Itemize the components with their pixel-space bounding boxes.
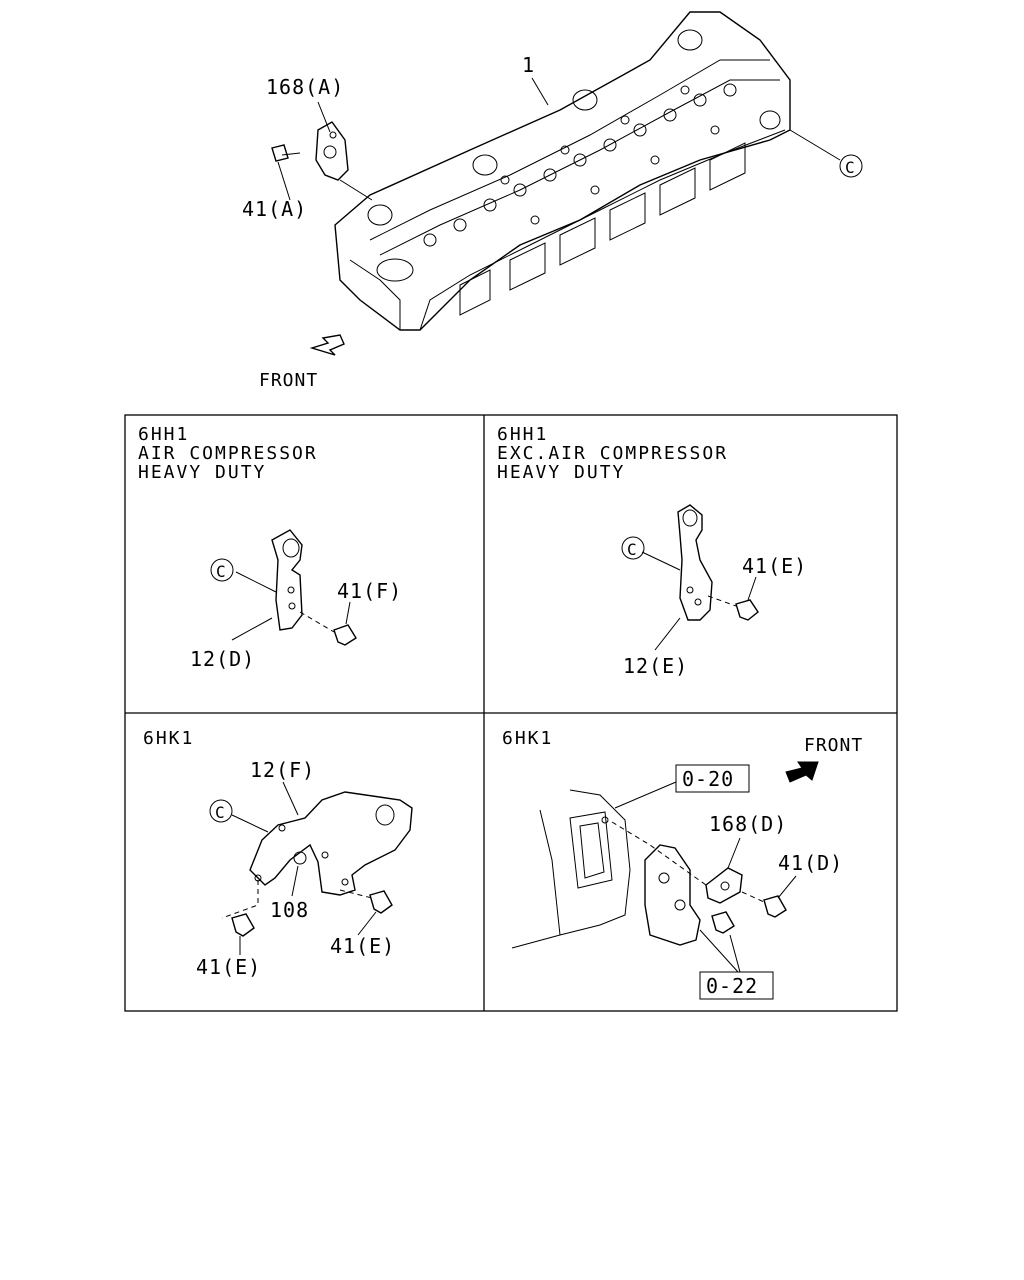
panel4-label-41d: 41(D): [778, 851, 843, 875]
panel3-label-41e-left: 41(E): [196, 955, 261, 979]
label-168a: 168(A): [266, 75, 344, 99]
panel-grid: [124, 414, 898, 1012]
panel-6hh1-air-compressor: 6HH1 AIR COMPRESSOR HEAVY DUTY C 41(F) 1…: [138, 424, 402, 671]
cylinder-head-drawing: [271, 11, 841, 356]
panel1-duty: HEAVY DUTY: [138, 462, 266, 483]
panel2-duty: HEAVY DUTY: [497, 462, 625, 483]
panel2-model: 6HH1: [497, 424, 548, 445]
panel-6hk1-bracket: 6HK1 C 12(F) 108 41(E) 41(E): [143, 728, 413, 979]
ref-box-022: [699, 971, 774, 1000]
panel4-ref-020: 0-20: [682, 767, 734, 791]
panel1-desc: AIR COMPRESSOR: [138, 443, 318, 464]
label-41a: 41(A): [242, 197, 307, 221]
callout-c-circle: [839, 154, 863, 178]
panel2-label-41e: 41(E): [742, 554, 807, 578]
panel4-label-168d: 168(D): [709, 812, 787, 836]
panel3-label-12f: 12(F): [250, 758, 315, 782]
panel4-ref-022: 0-22: [706, 974, 758, 998]
panel3-model: 6HK1: [143, 728, 194, 749]
panel2-label-12e: 12(E): [623, 654, 688, 678]
label-part-1: 1: [522, 53, 535, 77]
panel-6hh1-exc-air-compressor: 6HH1 EXC.AIR COMPRESSOR HEAVY DUTY C 41(…: [497, 424, 807, 678]
panel2-label-c: C: [627, 540, 638, 559]
front-label-top: FRONT: [259, 370, 318, 391]
panel3-label-c: C: [215, 803, 226, 822]
panel4-model: 6HK1: [502, 728, 553, 749]
panel1-label-41f: 41(F): [337, 579, 402, 603]
ref-box-020: [675, 764, 750, 793]
front-arrow-icon: [785, 761, 819, 783]
panel-6hk1-mounting: 6HK1 FRONT 0-20 0-22 168(D) 41(D): [502, 728, 863, 1000]
label-c-top: C: [845, 158, 856, 177]
panel1-label-12d: 12(D): [190, 647, 255, 671]
panel3-label-41e-right: 41(E): [330, 934, 395, 958]
panel1-label-c: C: [216, 562, 227, 581]
panel4-front-label: FRONT: [804, 735, 863, 756]
panel1-model: 6HH1: [138, 424, 189, 445]
panel2-desc: EXC.AIR COMPRESSOR: [497, 443, 728, 464]
panel3-label-108: 108: [270, 898, 309, 922]
